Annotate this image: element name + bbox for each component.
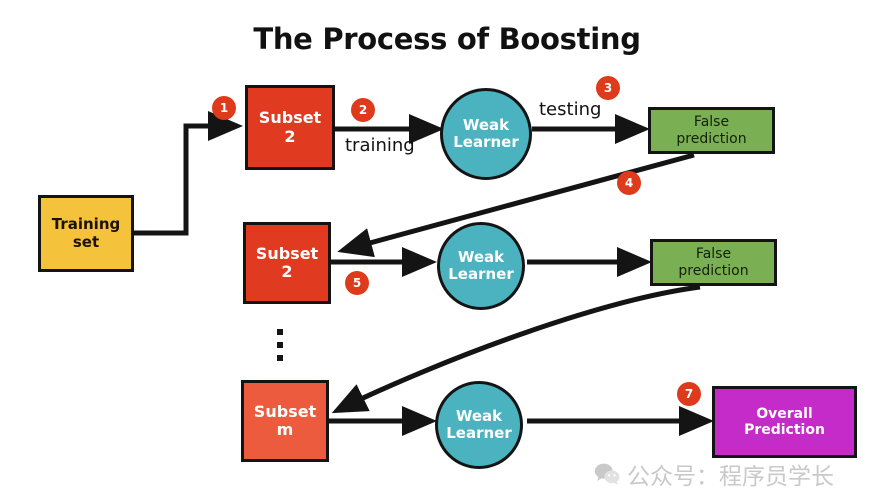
wechat-icon [594, 463, 620, 486]
watermark-text: 公众号：程序员学长 [627, 464, 834, 490]
subset-row3-label-line2: m [276, 420, 294, 439]
edge-false2-to-subsetm [331, 284, 701, 414]
ellipsis-dot [277, 329, 283, 335]
watermark: 公众号：程序员学长 [594, 457, 834, 491]
overall-prediction-line2: Prediction [744, 422, 825, 438]
training-set-box[interactable]: Training set [38, 195, 134, 272]
page-title: The Process of Boosting [253, 22, 641, 56]
step-badge-4: 4 [617, 171, 641, 195]
false-prediction-row2-line1: False [695, 246, 732, 263]
subset-row1-label-line2: 2 [284, 126, 296, 146]
weak-learner-circle-row1[interactable]: Weak Learner [440, 88, 532, 180]
weak-learner-row3-line1: Weak [455, 406, 503, 425]
weak-learner-row2-line1: Weak [457, 247, 505, 266]
ellipsis-dot [277, 342, 283, 348]
training-set-label-line2: set [72, 232, 100, 251]
step-badge-3: 3 [596, 76, 620, 100]
weak-learner-row3-line2: Learner [446, 424, 512, 442]
step-badge-5: 5 [345, 271, 369, 295]
subset-row2-label-line2: 2 [281, 262, 293, 281]
ellipsis-dot [277, 355, 283, 361]
weak-learner-row1-line2: Learner [453, 133, 519, 151]
false-prediction-row1-line1: False [693, 114, 730, 131]
false-prediction-row2-line2: prediction [678, 262, 749, 279]
subset-row1-label-line1: Subset [258, 108, 322, 128]
false-prediction-box-row1[interactable]: False prediction [648, 107, 775, 154]
overall-prediction-line1: Overall [756, 405, 813, 422]
overall-prediction-box[interactable]: Overall Prediction [712, 386, 857, 458]
edge-training-to-subset1 [133, 111, 244, 236]
subset-row2-label-line1: Subset [255, 243, 319, 263]
step-badge-2: 2 [351, 98, 375, 122]
weak-learner-row1-line1: Weak [462, 115, 510, 134]
subset-row3-label-line1: Subset [253, 401, 317, 421]
false-prediction-row1-line2: prediction [676, 130, 747, 147]
vertical-ellipsis [277, 329, 283, 361]
weak-learner-row2-line2: Learner [448, 265, 514, 283]
false-prediction-box-row2[interactable]: False prediction [650, 239, 777, 286]
weak-learner-circle-row3[interactable]: Weak Learner [435, 381, 523, 469]
subset-box-row1[interactable]: Subset 2 [245, 85, 335, 170]
subset-box-row3[interactable]: Subset m [241, 380, 329, 462]
weak-learner-circle-row2[interactable]: Weak Learner [437, 222, 525, 310]
step-badge-7: 7 [677, 382, 701, 406]
edge-label-training: training [345, 135, 415, 156]
edge-false1-to-subset2 [337, 152, 695, 258]
step-badge-1: 1 [212, 96, 236, 120]
training-set-label-line1: Training [51, 215, 121, 234]
subset-box-row2[interactable]: Subset 2 [243, 222, 331, 304]
edge-label-testing: testing [539, 99, 602, 120]
